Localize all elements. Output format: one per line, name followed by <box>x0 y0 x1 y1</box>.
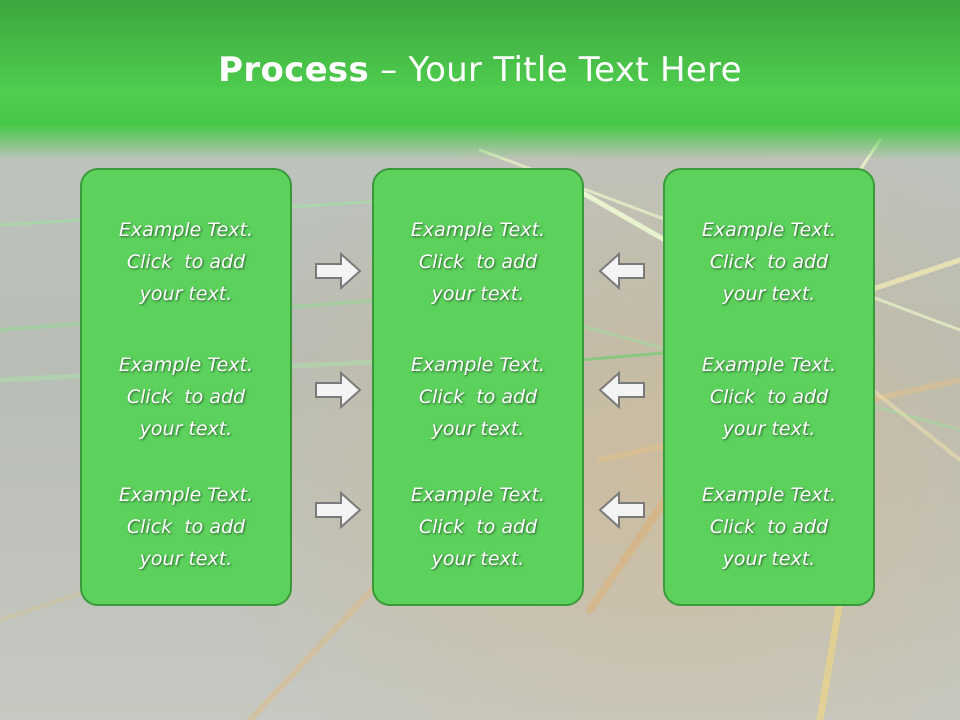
text-block[interactable]: Example Text. Click to add your text. <box>665 214 873 310</box>
right-arrow-icon <box>315 251 362 291</box>
text-block[interactable]: Example Text. Click to add your text. <box>82 479 290 575</box>
text-line: Click to add <box>709 386 829 408</box>
text-line: Example Text. <box>118 484 254 506</box>
text-line: Click to add <box>126 516 246 538</box>
text-line: Example Text. <box>701 484 837 506</box>
text-line: Click to add <box>418 516 538 538</box>
right-arrow-icon <box>315 490 362 530</box>
text-line: Example Text. <box>118 219 254 241</box>
text-line: Click to add <box>709 251 829 273</box>
process-box-center[interactable]: Example Text. Click to add your text. Ex… <box>372 168 584 606</box>
text-line: your text. <box>139 418 233 440</box>
text-line: Click to add <box>709 516 829 538</box>
text-line: your text. <box>139 548 233 570</box>
right-arrow-icon <box>315 370 362 410</box>
text-line: Example Text. <box>701 219 837 241</box>
text-line: Example Text. <box>410 219 546 241</box>
left-arrow-icon <box>598 251 645 291</box>
text-line: Example Text. <box>701 354 837 376</box>
text-line: Click to add <box>418 251 538 273</box>
text-line: your text. <box>431 283 525 305</box>
process-box-right[interactable]: Example Text. Click to add your text. Ex… <box>663 168 875 606</box>
left-arrow-icon <box>598 370 645 410</box>
text-block[interactable]: Example Text. Click to add your text. <box>665 479 873 575</box>
slide-title[interactable]: Process – Your Title Text Here <box>0 50 960 90</box>
text-line: Click to add <box>418 386 538 408</box>
text-line: your text. <box>431 548 525 570</box>
text-block[interactable]: Example Text. Click to add your text. <box>374 214 582 310</box>
text-line: your text. <box>722 418 816 440</box>
text-block[interactable]: Example Text. Click to add your text. <box>82 349 290 445</box>
text-line: Example Text. <box>410 484 546 506</box>
text-block[interactable]: Example Text. Click to add your text. <box>665 349 873 445</box>
text-line: your text. <box>722 283 816 305</box>
process-box-left[interactable]: Example Text. Click to add your text. Ex… <box>80 168 292 606</box>
text-line: Click to add <box>126 251 246 273</box>
text-line: Click to add <box>126 386 246 408</box>
text-block[interactable]: Example Text. Click to add your text. <box>82 214 290 310</box>
title-bold-part: Process <box>218 50 370 90</box>
text-block[interactable]: Example Text. Click to add your text. <box>374 479 582 575</box>
left-arrow-icon <box>598 490 645 530</box>
text-line: your text. <box>431 418 525 440</box>
title-rest-part: – Your Title Text Here <box>369 50 742 90</box>
text-line: your text. <box>722 548 816 570</box>
text-line: Example Text. <box>118 354 254 376</box>
text-block[interactable]: Example Text. Click to add your text. <box>374 349 582 445</box>
title-bar <box>0 0 960 160</box>
text-line: your text. <box>139 283 233 305</box>
text-line: Example Text. <box>410 354 546 376</box>
